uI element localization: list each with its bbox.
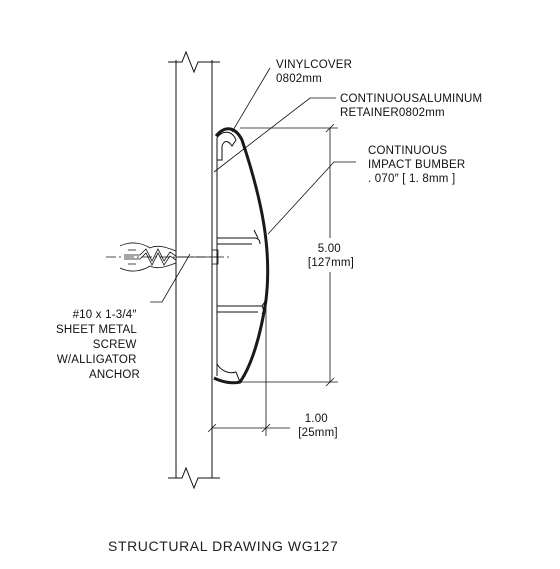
aluminum-retainer-label: CONTINUOUSALUMINUM RETAINER0802mm — [340, 93, 486, 119]
vinyl-cover-label: VINYLCOVER 0802mm — [276, 59, 356, 85]
projection-dimension-label: 1.00 [25mm] — [298, 413, 338, 439]
drawing-caption: STRUCTURAL DRAWING WG127 — [108, 538, 338, 554]
screw-label: #10 x 1-3/4″ SHEET METAL SCREW W/ALLIGAT… — [56, 309, 140, 381]
impact-bumper-label: CONTINUOUS IMPACT BUMBER . 070″ [ 1. 8mm… — [368, 145, 469, 185]
height-dimension — [240, 123, 338, 387]
bumper-profile — [211, 127, 270, 385]
projection-dimension — [207, 300, 290, 436]
leader-lines — [150, 67, 356, 303]
height-dimension-label: 5.00 [127mm] — [308, 243, 354, 269]
screw-anchor — [106, 242, 232, 272]
